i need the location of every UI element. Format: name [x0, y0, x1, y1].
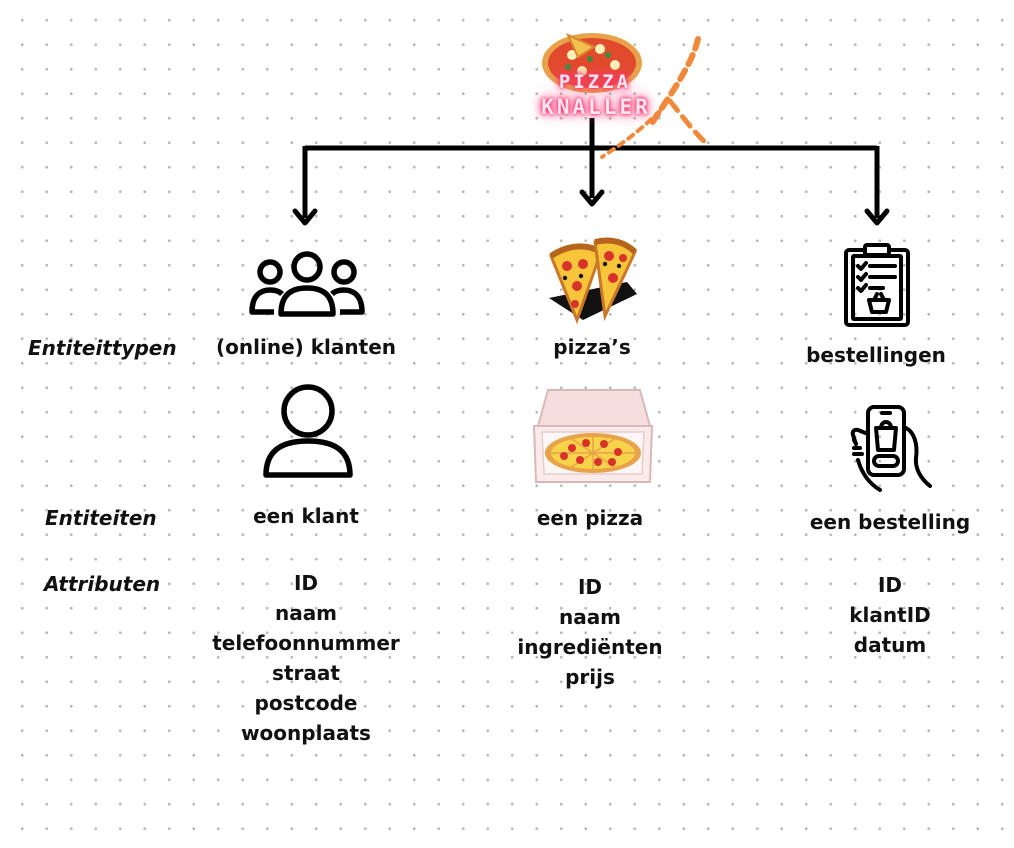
- attribute-item: naam: [274, 601, 338, 625]
- row-label-entity-types: Entiteittypen: [28, 336, 177, 360]
- user-icon: [263, 384, 353, 478]
- attribute-list-pizza: ID naam ingrediënten prijs: [517, 572, 662, 692]
- arrowhead-left: [292, 208, 318, 226]
- attribute-item: ingrediënten: [517, 635, 663, 659]
- entity-klant: een klant: [253, 504, 359, 528]
- pizza-box-icon: [532, 389, 654, 483]
- row-label-attributes: Attributen: [44, 572, 161, 596]
- attribute-item: prijs: [565, 665, 615, 689]
- attribute-item: woonplaats: [241, 721, 371, 745]
- entity-type-bestellingen: bestellingen: [806, 343, 946, 367]
- logo-line-knaller: KNALLER: [541, 95, 651, 119]
- clipboard-order-icon: [844, 243, 910, 327]
- attribute-item: postcode: [254, 691, 358, 715]
- logo-line-pizza: PIZZA: [558, 71, 632, 93]
- attribute-item: klantID: [849, 603, 931, 627]
- pizza-slices-icon: [549, 237, 638, 325]
- arrowhead-right: [864, 208, 890, 226]
- users-group-icon: [249, 251, 365, 317]
- attribute-item: ID: [577, 575, 603, 599]
- attribute-item: telefoonnummer: [212, 631, 400, 655]
- entity-pizza: een pizza: [536, 506, 644, 530]
- attribute-item: ID: [293, 571, 319, 595]
- entity-type-pizzas: pizza’s: [553, 335, 631, 359]
- arrowhead-center: [579, 189, 605, 207]
- row-label-entities: Entiteiten: [45, 506, 157, 530]
- attribute-item: naam: [558, 605, 622, 629]
- attribute-item: straat: [272, 661, 340, 685]
- attribute-list-bestelling: ID klantID datum: [849, 570, 931, 660]
- entity-bestelling: een bestelling: [809, 510, 971, 534]
- attribute-item: ID: [877, 573, 903, 597]
- attribute-list-klant: ID naam telefoonnummer straat postcode w…: [212, 568, 400, 748]
- attribute-item: datum: [853, 633, 927, 657]
- entity-type-klanten: (online) klanten: [216, 335, 396, 359]
- pizza-logo-icon: [542, 32, 711, 159]
- mobile-order-icon: [850, 405, 932, 492]
- pizza-knaller-logo: PIZZA KNALLER: [520, 25, 720, 159]
